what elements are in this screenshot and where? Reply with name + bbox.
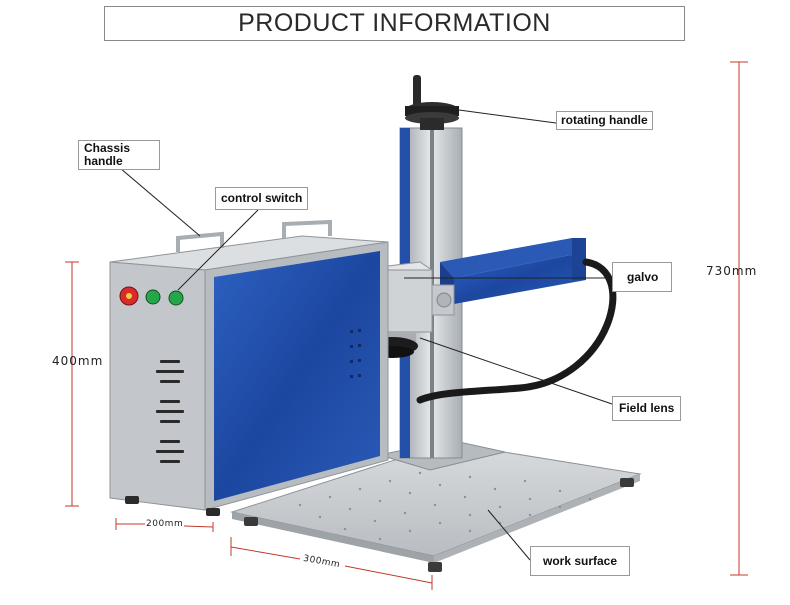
work-surface-plate (230, 442, 642, 572)
callout-control-switch: control switch (215, 187, 309, 210)
callout-rotating-handle: rotating handle (556, 111, 653, 130)
callout-work-surface: work surface (530, 546, 630, 576)
callout-field-lens-text: Field lens (619, 401, 675, 415)
dim-label-total-height: 730mm (706, 264, 758, 278)
dim-line-chassis-width (115, 518, 214, 532)
callout-leader-lines (119, 109, 613, 561)
dim-line-table-depth (230, 537, 433, 590)
callout-field-lens: Field lens (612, 396, 682, 421)
callout-control-switch-text: control switch (221, 191, 303, 205)
callout-work-surface-text: work surface (543, 554, 618, 568)
control-buttons (119, 286, 184, 306)
callout-chassis-handle-line1: Chassis (84, 141, 131, 155)
callout-chassis-handle-line2: handle (84, 154, 123, 168)
callout-galvo-text: galvo (627, 270, 659, 284)
page-title: PRODUCT INFORMATION (238, 9, 551, 37)
callout-rotating-handle-text: rotating handle (561, 113, 648, 127)
rotating-handle-wheel (405, 75, 459, 130)
chassis-box (109, 235, 389, 516)
dim-line-chassis-height (65, 261, 79, 507)
callout-galvo: galvo (612, 262, 672, 292)
page-title-box: PRODUCT INFORMATION (104, 6, 685, 41)
fiber-cable (416, 258, 617, 404)
dim-label-chassis-height: 400mm (52, 354, 104, 368)
callout-chassis-handle: Chassis handle (78, 140, 160, 170)
dim-line-total-height (730, 61, 748, 576)
dim-label-chassis-width: 200mm (146, 519, 184, 529)
